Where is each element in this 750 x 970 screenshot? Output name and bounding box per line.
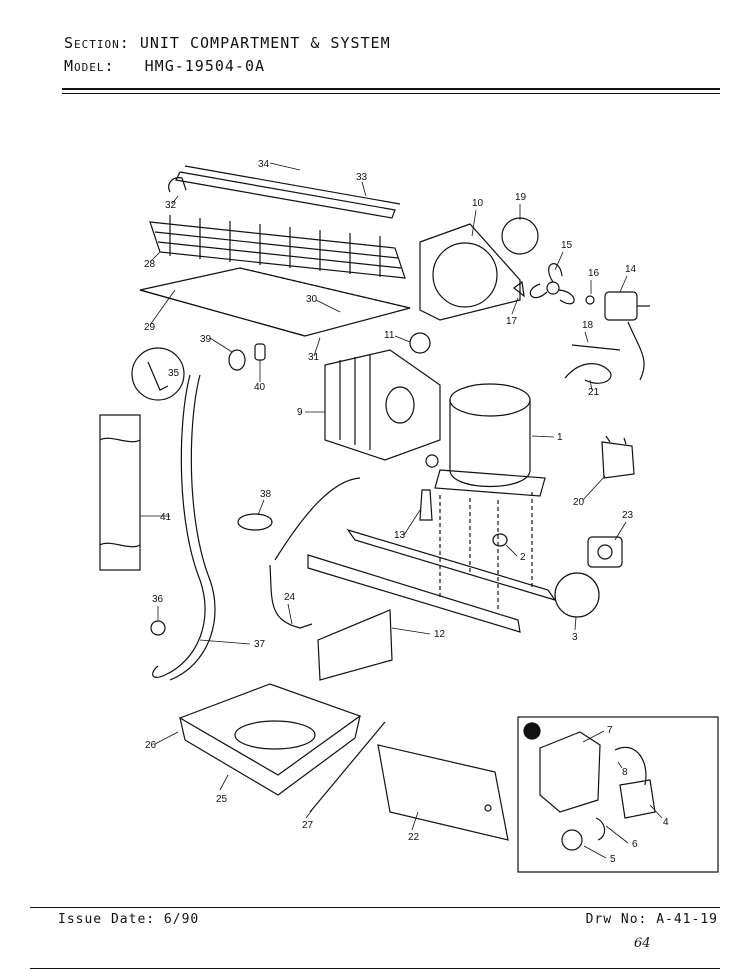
part-10-fan-shroud xyxy=(419,223,521,321)
part-13-drier xyxy=(419,489,433,521)
callout-39: 39 xyxy=(200,334,212,345)
callout-7: 7 xyxy=(607,725,613,736)
callout-16: 16 xyxy=(588,268,600,279)
part-39-grommet xyxy=(228,349,246,371)
part-17-clip xyxy=(513,280,525,298)
part-9-evaporator xyxy=(324,349,441,461)
callout-23: 23 xyxy=(622,510,634,521)
part-36-clamp xyxy=(150,620,166,636)
callout-24: 24 xyxy=(284,592,296,603)
handwritten-note: 64 xyxy=(634,936,651,951)
callout-25: 25 xyxy=(216,794,228,805)
part-21-wire xyxy=(564,363,612,384)
callout-41: 41 xyxy=(160,512,172,523)
part-19-detail-circle xyxy=(501,217,539,255)
callout-40: 40 xyxy=(254,382,266,393)
callout-28: 28 xyxy=(144,259,156,270)
part-12-rails xyxy=(307,528,557,681)
callout-8: 8 xyxy=(622,767,628,778)
callout-14: 14 xyxy=(625,264,637,275)
model-header: Model: HMG-19504-0A xyxy=(64,57,265,75)
callout-21: 21 xyxy=(588,387,600,398)
inset-box xyxy=(517,716,719,873)
mounting-lines xyxy=(439,492,533,612)
footer-rule-top xyxy=(30,907,720,908)
callout-labels: 1 2 3 4 5 6 7 8 9 10 11 12 13 14 15 16 1… xyxy=(144,159,669,865)
callout-20: 20 xyxy=(573,497,585,508)
issue-date: Issue Date: 6/90 xyxy=(58,912,199,927)
callout-37: 37 xyxy=(254,639,266,650)
section-value: UNIT COMPARTMENT & SYSTEM xyxy=(139,34,391,52)
callout-35: 35 xyxy=(168,368,180,379)
callout-26: 26 xyxy=(145,740,157,751)
model-value: HMG-19504-0A xyxy=(144,57,266,75)
part-35-clip xyxy=(147,361,169,391)
callout-3: 3 xyxy=(572,632,578,643)
part-18-wire xyxy=(571,344,621,351)
callout-2: 2 xyxy=(520,552,526,563)
model-label: Model: xyxy=(64,57,115,75)
part-27-rod xyxy=(309,721,386,813)
issue-date-label: Issue Date: xyxy=(58,912,156,927)
drawing-number-label: Drw No: xyxy=(585,912,648,927)
part-15-fan-blade xyxy=(529,263,575,305)
callout-36: 36 xyxy=(152,594,164,605)
callout-38: 38 xyxy=(260,489,272,500)
header-rule-thick xyxy=(62,88,720,90)
part-25-drain-pan xyxy=(178,683,362,796)
part-3-detail-circle xyxy=(554,572,600,618)
issue-date-value: 6/90 xyxy=(163,912,200,927)
callout-22: 22 xyxy=(408,832,420,843)
part-2-grommet xyxy=(492,533,508,547)
callout-10: 10 xyxy=(472,198,484,209)
part-41-gasket-strip xyxy=(99,414,141,571)
callout-27: 27 xyxy=(302,820,314,831)
callout-29: 29 xyxy=(144,322,156,333)
callout-30: 30 xyxy=(306,294,318,305)
part-14-fan-motor xyxy=(604,291,650,381)
callout-4: 4 xyxy=(663,817,669,828)
callout-33: 33 xyxy=(356,172,368,183)
callout-18: 18 xyxy=(582,320,594,331)
callout-19: 19 xyxy=(515,192,527,203)
part-29-frame xyxy=(139,267,411,337)
section-header: Section: UNIT COMPARTMENT & SYSTEM xyxy=(64,34,391,52)
part-1-compressor xyxy=(425,383,546,497)
drawing-number: Drw No: A-41-19 xyxy=(586,912,718,927)
part-37-hose xyxy=(152,374,206,678)
part-22-panel xyxy=(377,744,509,841)
callout-31: 31 xyxy=(308,352,320,363)
callout-6: 6 xyxy=(632,839,638,850)
callout-9: 9 xyxy=(297,407,303,418)
part-38-strap xyxy=(237,513,273,531)
part-23-timer xyxy=(587,536,623,568)
part-40-plug xyxy=(254,343,266,361)
callout-15: 15 xyxy=(561,240,573,251)
callout-5: 5 xyxy=(610,854,616,865)
header-rule-thin xyxy=(62,93,720,94)
part-24-harness xyxy=(274,477,361,561)
callout-11: 11 xyxy=(384,330,395,341)
callout-34: 34 xyxy=(258,159,270,170)
part-32-bulb xyxy=(168,177,187,193)
inset-marker: 1 xyxy=(529,727,535,738)
callout-17: 17 xyxy=(506,316,518,327)
part-16-nut xyxy=(585,295,595,305)
callout-12: 12 xyxy=(434,629,446,640)
part-28-condenser xyxy=(149,215,406,279)
drawing-number-value: A-41-19 xyxy=(656,912,718,927)
callout-32: 32 xyxy=(165,200,177,211)
leader-lines xyxy=(140,162,663,859)
part-35-detail-circle xyxy=(131,347,185,401)
callout-13: 13 xyxy=(394,530,406,541)
part-37-hose-inner xyxy=(169,374,216,681)
part-24-wire xyxy=(269,564,313,629)
part-11-hub xyxy=(409,332,431,354)
part-20-relay xyxy=(601,435,635,479)
callout-1: 1 xyxy=(557,432,563,443)
footer-rule-bottom xyxy=(30,968,720,969)
section-label: Section: xyxy=(64,34,130,52)
